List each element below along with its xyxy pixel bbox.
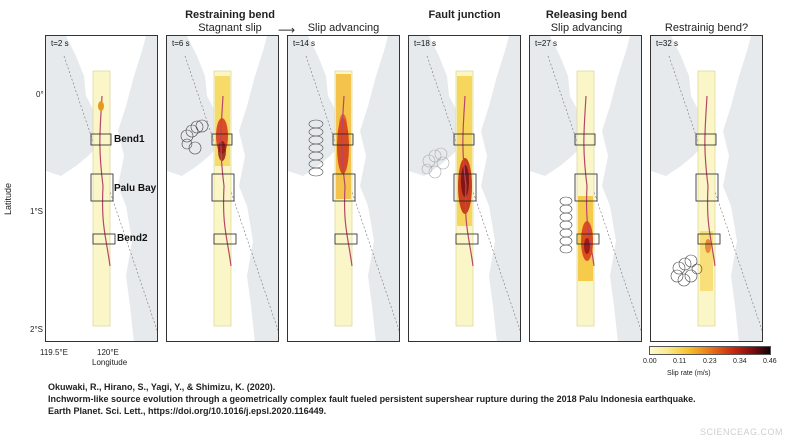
y-axis-label: Latitude (3, 182, 13, 215)
colorbar-unit-label: Slip rate (m/s) (667, 370, 711, 377)
panel-header-3: Slip advancing (307, 22, 380, 34)
map-panel-3: t=14 s (287, 35, 400, 342)
y-tick-0: 0° (36, 90, 44, 99)
time-label: t=2 s (51, 39, 69, 48)
citation-line-3: Earth Planet. Sci. Lett., https://doi.or… (48, 406, 327, 416)
colorbar-tick-0: 0.00 (643, 358, 657, 365)
citation: Okuwaki, R., Hirano, S., Yagi, Y., & Shi… (48, 381, 768, 417)
map-graphic (530, 36, 641, 341)
map-panel-4: t=18 s (408, 35, 521, 342)
map-graphic (46, 36, 157, 341)
x-axis-label: Longitude (92, 358, 128, 367)
citation-line-2: Inchworm-like source evolution through a… (48, 394, 696, 404)
map-panel-6: t=32 s (650, 35, 763, 342)
map-panel-1: t=2 s Bend1 Palu Bay Bend2 (45, 35, 158, 342)
palu-bay-label: Palu Bay (114, 183, 157, 194)
bend1-label: Bend1 (114, 134, 145, 145)
colorbar (649, 346, 771, 355)
panel-header-4: Fault junction (428, 9, 501, 21)
citation-line-1: Okuwaki, R., Hirano, S., Yagi, Y., & Shi… (48, 382, 276, 392)
map-graphic (288, 36, 399, 341)
colorbar-tick-1: 0.11 (673, 358, 687, 365)
y-tick-1: 1°S (30, 207, 43, 216)
time-label: t=32 s (656, 39, 679, 48)
y-tick-2: 2°S (30, 325, 43, 334)
colorbar-tick-2: 0.23 (703, 358, 717, 365)
x-tick-1: 120°E (97, 348, 119, 357)
map-panel-2: t=6 s (166, 35, 279, 342)
map-graphic (167, 36, 278, 341)
bend2-label: Bend2 (117, 233, 148, 244)
panel-header-2: Restraining bend Stagnant slip (185, 9, 275, 34)
panel-header-5: Releasing bend Slip advancing (545, 9, 628, 34)
time-label: t=27 s (535, 39, 558, 48)
watermark: SCIENCEAG.COM (700, 427, 784, 437)
time-label: t=14 s (293, 39, 316, 48)
time-label: t=18 s (414, 39, 437, 48)
map-graphic (651, 36, 762, 341)
map-panel-5: t=27 s (529, 35, 642, 342)
colorbar-tick-4: 0.46 (763, 358, 777, 365)
time-label: t=6 s (172, 39, 190, 48)
colorbar-tick-3: 0.34 (733, 358, 747, 365)
x-tick-0: 119.5°E (40, 348, 68, 357)
arrow-right-icon: ⟶ (278, 23, 296, 37)
map-graphic (409, 36, 520, 341)
